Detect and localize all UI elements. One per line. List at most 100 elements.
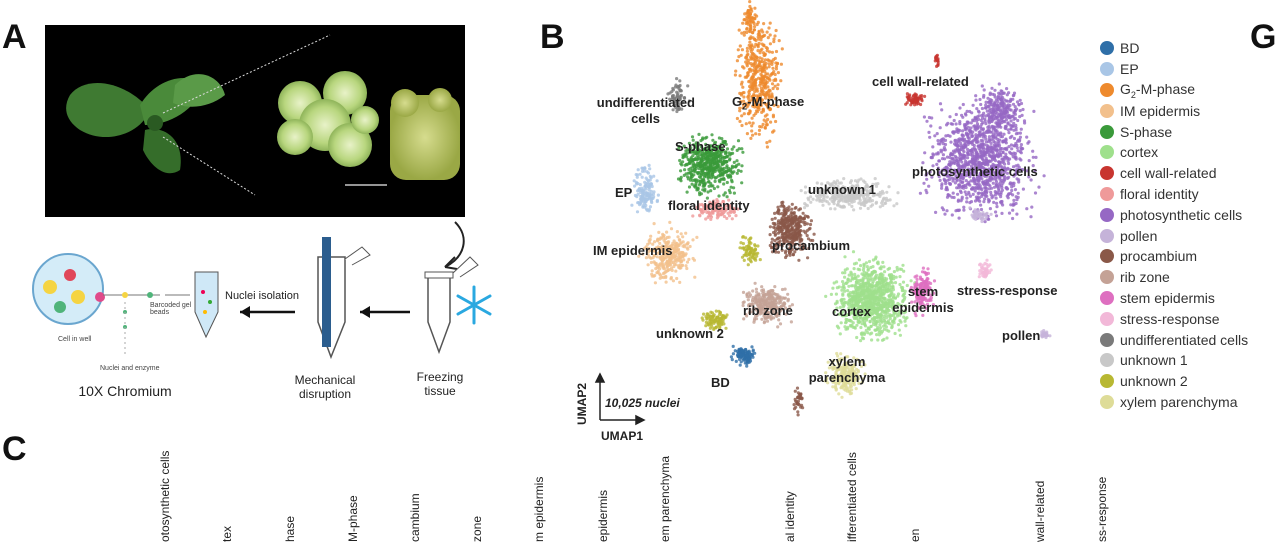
umap-point: [987, 167, 991, 171]
umap-point: [1029, 215, 1033, 219]
umap-point: [994, 183, 998, 187]
umap-point: [997, 187, 1001, 191]
umap-point: [750, 52, 754, 57]
umap-point: [750, 124, 754, 128]
umap-point: [1009, 143, 1013, 147]
umap-point: [681, 100, 685, 104]
umap-point: [723, 191, 727, 195]
umap-point: [885, 307, 889, 311]
umap-point: [675, 251, 679, 255]
umap-point: [990, 124, 994, 128]
umap-point: [770, 82, 775, 86]
umap-point: [980, 116, 985, 120]
umap-point: [930, 175, 934, 179]
umap-point: [657, 264, 661, 268]
umap-point: [709, 176, 713, 180]
umap-point: [1011, 216, 1015, 221]
umap-point: [797, 208, 801, 212]
umap-point: [876, 302, 880, 306]
umap-point: [862, 262, 866, 266]
umap-point: [1021, 187, 1025, 191]
umap-point: [727, 214, 732, 218]
umap-point: [768, 108, 772, 112]
umap-point: [768, 74, 772, 78]
umap-point: [881, 203, 885, 207]
umap-point: [742, 91, 746, 95]
umap-point: [714, 208, 718, 212]
umap-point: [976, 160, 980, 164]
umap-point: [630, 203, 634, 207]
umap-point: [676, 100, 680, 104]
umap-point: [807, 190, 811, 194]
umap-point: [797, 234, 801, 238]
umap-point: [669, 227, 674, 231]
umap-point: [718, 180, 722, 184]
umap-point: [746, 298, 750, 302]
umap-point: [636, 192, 640, 196]
umap-point: [794, 230, 798, 235]
umap-point: [858, 194, 862, 198]
umap-point: [871, 317, 875, 321]
umap-point: [993, 190, 997, 194]
umap-point: [651, 242, 655, 246]
umap-point: [954, 148, 958, 152]
umap-point: [748, 121, 752, 125]
umap-point: [882, 317, 886, 321]
umap-point: [761, 107, 765, 111]
umap-point: [689, 146, 693, 150]
umap-point: [765, 123, 769, 127]
umap-point: [837, 187, 841, 191]
umap-point: [853, 272, 857, 276]
umap-point: [1031, 149, 1035, 153]
umap-point: [926, 267, 930, 271]
umap-point: [862, 286, 866, 290]
umap-point: [975, 107, 979, 111]
umap-point: [1025, 207, 1029, 211]
umap-point: [791, 235, 795, 239]
umap-point: [740, 164, 744, 168]
umap-point: [846, 280, 850, 284]
umap-point: [652, 254, 656, 258]
umap-point: [846, 277, 850, 281]
umap-point: [655, 255, 659, 259]
umap-point: [658, 276, 662, 280]
umap-point: [763, 114, 767, 118]
umap-point: [681, 153, 685, 157]
umap-point: [985, 109, 989, 113]
umap-point: [752, 320, 756, 324]
umap-point: [779, 62, 783, 66]
umap-point: [969, 121, 973, 125]
umap-point: [940, 157, 945, 161]
umap-point: [725, 195, 729, 199]
umap-point: [829, 207, 833, 211]
umap-point: [841, 293, 845, 297]
umap-point: [873, 277, 877, 281]
umap-point: [911, 98, 915, 102]
umap-point: [848, 187, 852, 191]
umap-point: [881, 301, 885, 305]
umap-point: [760, 74, 764, 78]
umap-point: [712, 186, 716, 191]
umap-point: [1005, 148, 1009, 152]
umap-point: [664, 261, 668, 265]
umap-point: [893, 331, 897, 336]
umap-point: [677, 95, 681, 99]
umap-point: [656, 193, 660, 197]
umap-point: [789, 250, 793, 254]
umap-point: [882, 291, 886, 295]
umap-point: [958, 106, 962, 110]
umap-point: [773, 34, 777, 38]
umap-point: [966, 147, 970, 152]
umap-point: [764, 82, 768, 87]
umap-point: [786, 292, 790, 296]
umap-point: [763, 58, 767, 62]
umap-point: [767, 26, 771, 30]
umap-point: [725, 147, 730, 151]
umap-point: [884, 279, 888, 283]
umap-point: [808, 222, 813, 227]
umap-point: [882, 327, 886, 331]
umap-point: [984, 151, 988, 155]
umap-point: [807, 198, 811, 202]
umap-point: [683, 253, 687, 257]
umap-point: [987, 135, 991, 139]
